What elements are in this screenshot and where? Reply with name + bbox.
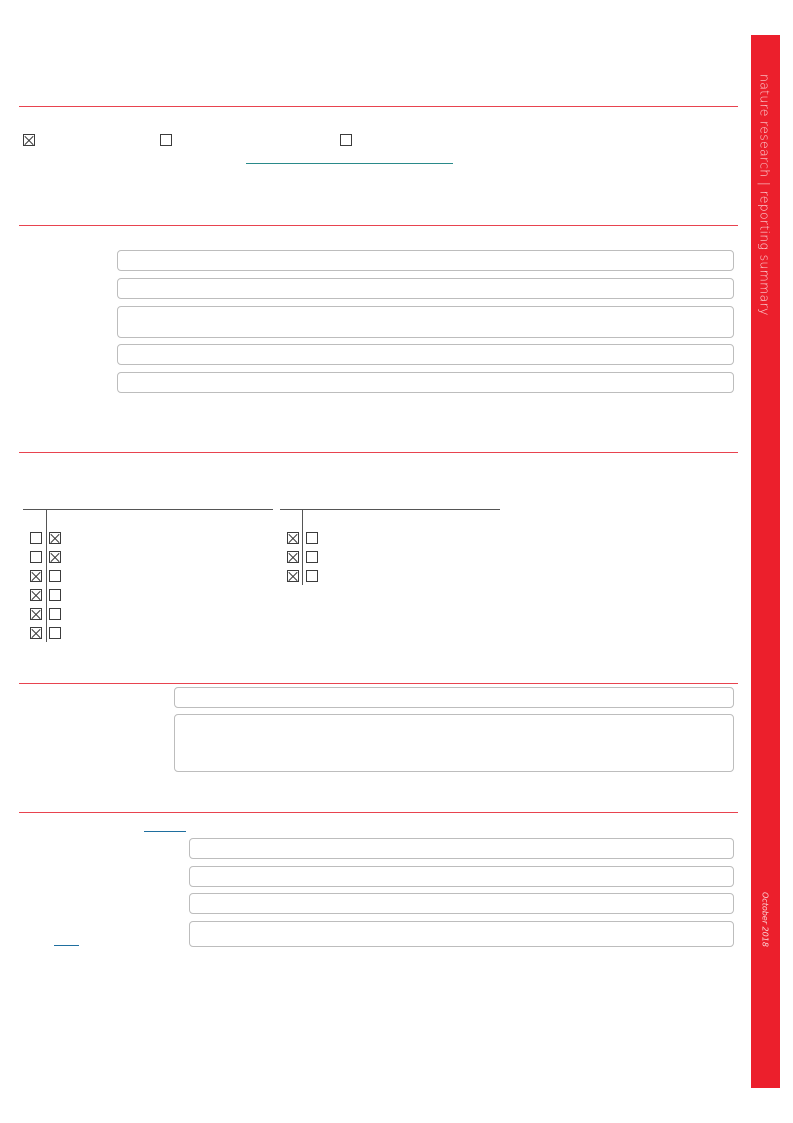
text-area[interactable]	[174, 714, 734, 772]
matrix-checkbox[interactable]	[287, 551, 299, 563]
reporting-summary-sidebar	[751, 35, 780, 1088]
matrix-checkbox[interactable]	[49, 608, 61, 620]
text-field[interactable]	[117, 250, 734, 271]
text-field[interactable]	[117, 278, 734, 299]
field-type-checkbox[interactable]	[340, 134, 352, 146]
text-field[interactable]	[174, 687, 734, 708]
matrix-checkbox[interactable]	[49, 532, 61, 544]
matrix-checkbox[interactable]	[30, 532, 42, 544]
section-divider	[19, 812, 738, 813]
matrix-checkbox[interactable]	[30, 570, 42, 582]
matrix-checkbox[interactable]	[30, 608, 42, 620]
matrix-checkbox[interactable]	[49, 627, 61, 639]
field-type-checkbox[interactable]	[23, 134, 35, 146]
text-field[interactable]	[189, 866, 734, 887]
version-date: October 2018	[760, 892, 770, 947]
matrix-header-line	[23, 509, 273, 510]
section-divider	[19, 683, 738, 684]
text-field[interactable]	[189, 921, 734, 947]
matrix-checkbox[interactable]	[49, 589, 61, 601]
matrix-column-divider	[302, 509, 303, 585]
field-type-checkbox[interactable]	[160, 134, 172, 146]
text-field[interactable]	[117, 372, 734, 393]
text-field[interactable]	[117, 344, 734, 365]
matrix-checkbox[interactable]	[306, 570, 318, 582]
guidance-link[interactable]	[144, 831, 186, 832]
matrix-checkbox[interactable]	[30, 551, 42, 563]
brand-label: nature research | reporting summary	[757, 74, 773, 316]
matrix-checkbox[interactable]	[287, 570, 299, 582]
matrix-checkbox[interactable]	[287, 532, 299, 544]
matrix-checkbox[interactable]	[30, 589, 42, 601]
matrix-column-divider	[46, 509, 47, 642]
matrix-header-line	[280, 509, 500, 510]
matrix-checkbox[interactable]	[306, 532, 318, 544]
matrix-checkbox[interactable]	[49, 570, 61, 582]
section-divider	[19, 225, 738, 226]
text-field[interactable]	[189, 838, 734, 859]
text-field[interactable]	[117, 306, 734, 338]
guidance-link[interactable]	[54, 945, 79, 946]
text-field[interactable]	[189, 893, 734, 914]
section-divider	[19, 452, 738, 453]
matrix-checkbox[interactable]	[30, 627, 42, 639]
matrix-checkbox[interactable]	[306, 551, 318, 563]
section-divider	[19, 106, 738, 107]
reporting-summary-link[interactable]	[246, 163, 453, 164]
matrix-checkbox[interactable]	[49, 551, 61, 563]
